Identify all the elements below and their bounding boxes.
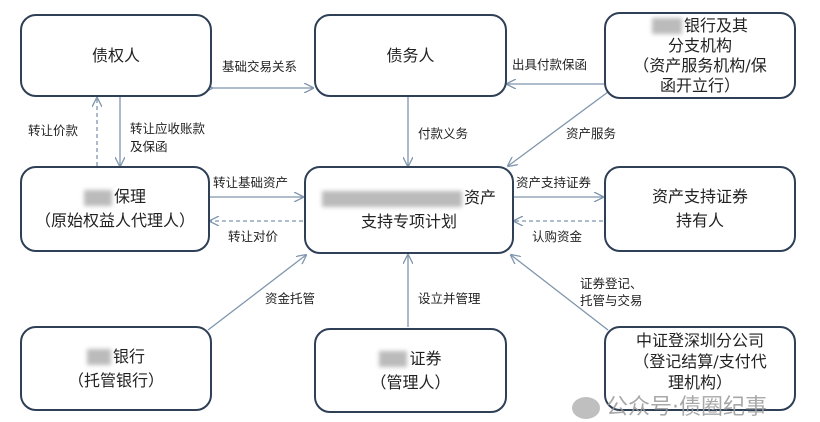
- node-factoring: 保理 （原始权益人代理人）: [20, 166, 210, 252]
- arrow-fund-custody: [207, 255, 306, 331]
- node-csdc: 中证登深圳分公司 （登记结算/支付代 理机构）: [604, 326, 796, 411]
- arrow-asset-service: [508, 91, 609, 166]
- label-transfer-price: 转让价款: [28, 123, 79, 138]
- node-creditor: 债权人: [20, 14, 212, 97]
- label-asset-service: 资产服务: [566, 126, 617, 141]
- label-transfer-assets: 转让基础资产: [213, 175, 289, 190]
- redacted-text: [379, 351, 408, 367]
- label-subscription: 认购资金: [532, 229, 583, 244]
- wechat-icon: [572, 397, 600, 419]
- node-custodian-bank: 银行 （托管银行）: [20, 326, 212, 411]
- node-abs-plan: 资产 支持专项计划: [304, 166, 514, 254]
- label-guarantee: 出具付款保函: [512, 57, 588, 72]
- label-transfer-receivables-2: 及保函: [130, 139, 168, 154]
- node-debtor: 债务人: [314, 14, 507, 97]
- label-basic-trade: 基础交易关系: [222, 59, 298, 74]
- label-abs: 资产支持证券: [516, 175, 592, 190]
- label-payment-obligation: 付款义务: [418, 126, 469, 141]
- label-registration-2: 托管与交易: [580, 293, 643, 308]
- label-transfer-receivables-1: 转让应收账款: [130, 121, 206, 136]
- redacted-text: [86, 349, 111, 365]
- watermark: 公众号·债圈纪事: [572, 396, 767, 420]
- label-registration-1: 证券登记、: [580, 276, 643, 291]
- redacted-text: [83, 189, 112, 206]
- label-fund-custody: 资金托管: [265, 291, 316, 306]
- node-securities-manager: 证券 （管理人）: [314, 328, 507, 413]
- arrow-registration: [511, 255, 609, 331]
- node-abs-holder: 资产支持证券 持有人: [604, 166, 796, 252]
- redacted-text: [651, 18, 682, 34]
- label-establish-manage: 设立并管理: [418, 291, 481, 306]
- node-bank: 银行及其 分支机构 （资产服务机构/保 函开立行）: [604, 12, 796, 99]
- redacted-text: [321, 190, 462, 207]
- label-transfer-consideration: 转让对价: [228, 229, 279, 244]
